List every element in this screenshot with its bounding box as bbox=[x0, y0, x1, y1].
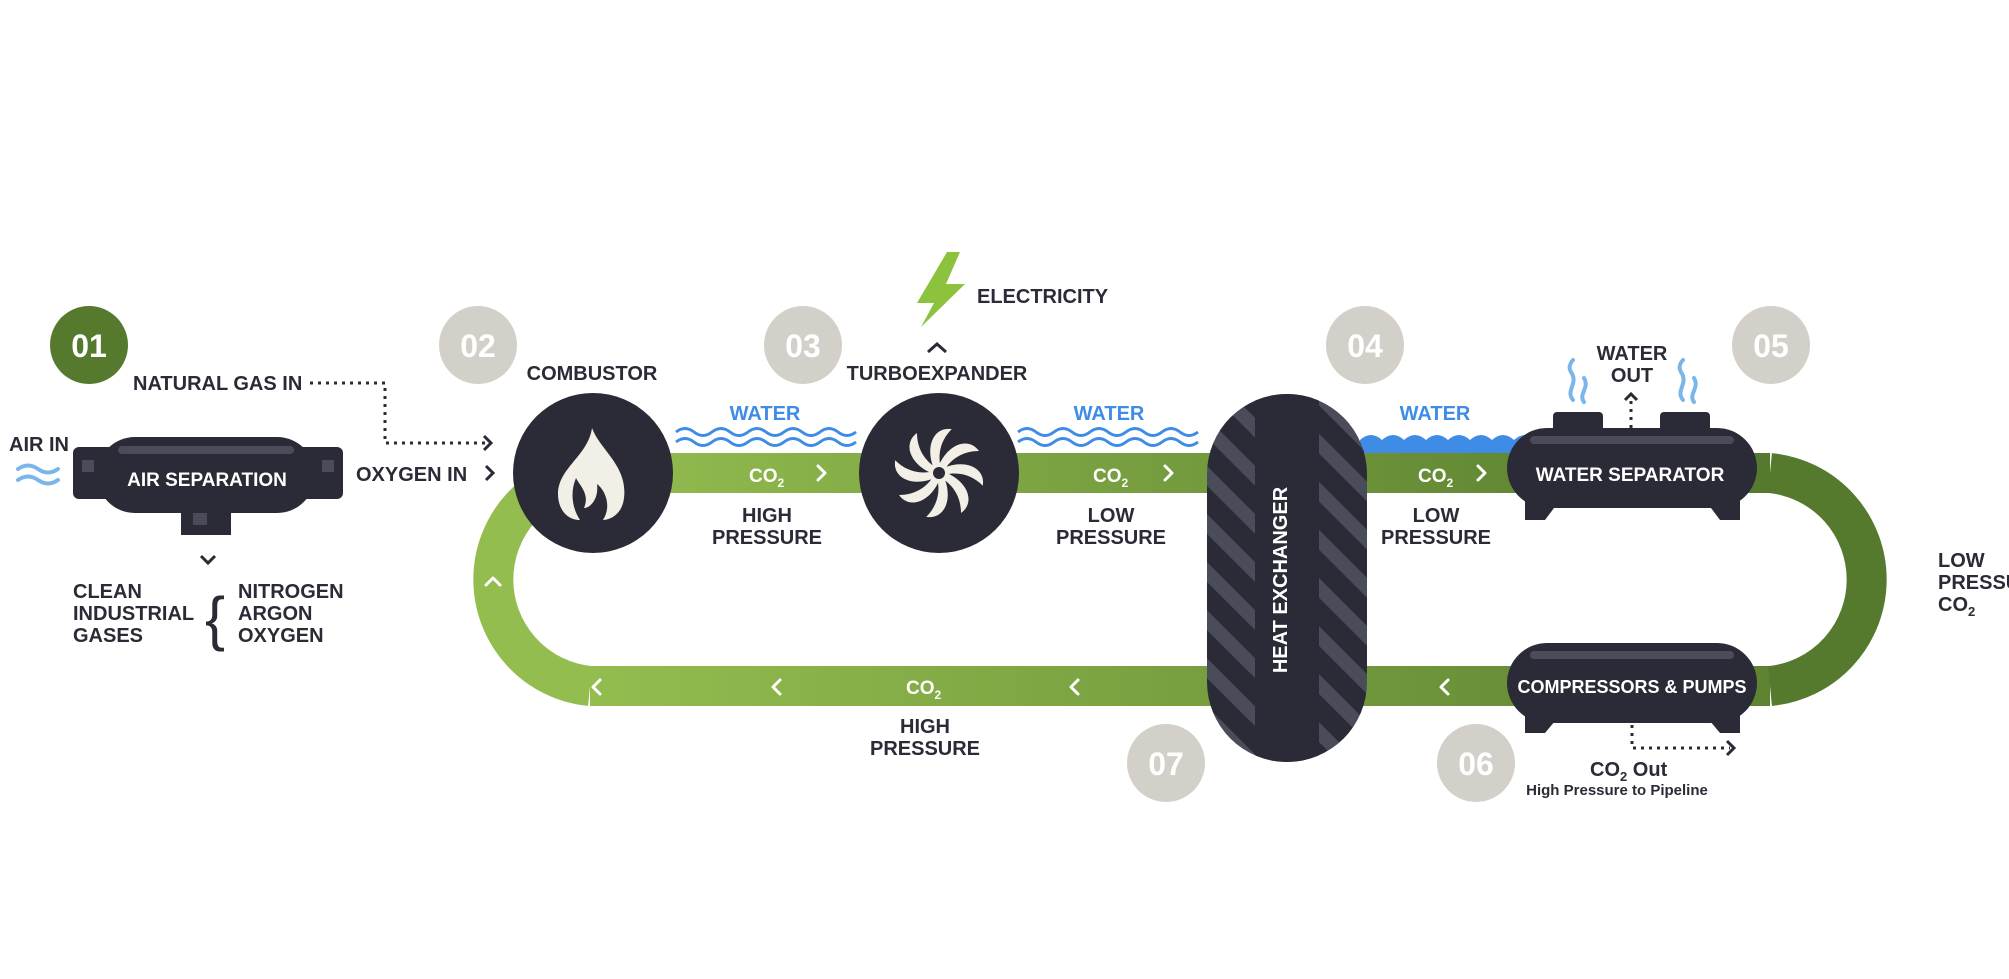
step-03: 03 bbox=[764, 306, 842, 384]
natural-gas-line bbox=[310, 381, 487, 445]
water-separator-label: WATER SEPARATOR bbox=[1536, 465, 1725, 486]
water-label-1: WATER bbox=[730, 403, 801, 425]
water-separator-unit: WATER SEPARATOR bbox=[1507, 412, 1757, 520]
step-number: 05 bbox=[1753, 328, 1789, 364]
chevron-left-icon bbox=[1069, 678, 1080, 696]
water-label-2: WATER bbox=[1074, 403, 1145, 425]
combustor-unit bbox=[513, 393, 673, 553]
turbine-fan-icon bbox=[895, 429, 983, 517]
pressure-label-3: PRESSURE bbox=[1381, 527, 1491, 549]
chevron-left-icon bbox=[591, 678, 602, 696]
step-badge-01 bbox=[50, 306, 128, 384]
natural-gas-in-label: NATURAL GAS IN bbox=[133, 373, 302, 395]
step-badge-07 bbox=[1127, 724, 1205, 802]
water-out-label-2: OUT bbox=[1611, 365, 1653, 387]
turboexpander-unit bbox=[859, 393, 1019, 553]
co2-label-1: CO2 bbox=[749, 466, 785, 490]
low-pressure-right-2: PRESSU bbox=[1938, 572, 2009, 594]
co2-out-detail-label: High Pressure to Pipeline bbox=[1526, 782, 1708, 799]
step-number: 01 bbox=[71, 328, 107, 364]
step-badge-05 bbox=[1732, 306, 1810, 384]
step-01: 01 bbox=[50, 306, 128, 384]
air-separation-unit: AIR SEPARATION bbox=[73, 437, 343, 535]
co2-label-4: CO2 bbox=[906, 678, 942, 702]
chevron-down-icon bbox=[1895, 572, 1913, 583]
step-02: 02 bbox=[439, 306, 517, 384]
clean-label: CLEAN bbox=[73, 581, 142, 603]
chevron-up-icon bbox=[927, 341, 947, 354]
high-label-2: HIGH bbox=[900, 716, 950, 738]
air-in-label: AIR IN bbox=[9, 434, 69, 456]
low-pressure-right-1: LOW bbox=[1938, 550, 1985, 572]
outputs-group: CLEAN INDUSTRIAL GASES { NITROGEN ARGON … bbox=[73, 581, 344, 652]
oxygen-in-label: OXYGEN IN bbox=[356, 464, 467, 486]
low-label-2: LOW bbox=[1413, 505, 1460, 527]
step-badge-04 bbox=[1326, 306, 1404, 384]
chevron-right-icon bbox=[1725, 739, 1737, 757]
flame-icon bbox=[558, 428, 625, 520]
step-number: 02 bbox=[460, 328, 496, 364]
air-wave-icon bbox=[16, 463, 60, 486]
chevron-right-icon bbox=[484, 464, 496, 482]
compressors-pumps-unit: COMPRESSORS & PUMPS bbox=[1507, 643, 1757, 733]
compressors-pumps-label: COMPRESSORS & PUMPS bbox=[1517, 677, 1746, 697]
step-06: 06 bbox=[1437, 724, 1515, 802]
chevron-up-icon bbox=[1623, 391, 1639, 402]
co2-label-3: CO2 bbox=[1418, 466, 1454, 490]
turboexpander-label: TURBOEXPANDER bbox=[847, 363, 1028, 385]
water-label-3: WATER bbox=[1400, 403, 1471, 425]
argon-label: ARGON bbox=[238, 603, 312, 625]
step-number: 03 bbox=[785, 328, 821, 364]
chevron-right-icon bbox=[1476, 464, 1487, 482]
chevron-right-icon bbox=[482, 434, 494, 452]
chevron-down-icon bbox=[199, 554, 217, 566]
high-label-1: HIGH bbox=[742, 505, 792, 527]
co2-out-line bbox=[1630, 725, 1730, 750]
pressure-label-2: PRESSURE bbox=[1056, 527, 1166, 549]
water-out-label-1: WATER bbox=[1597, 343, 1668, 365]
heat-exchanger-label: HEAT EXCHANGER bbox=[1270, 486, 1292, 673]
step-number: 06 bbox=[1458, 746, 1494, 782]
industrial-label: INDUSTRIAL bbox=[73, 603, 194, 625]
air-separation-label: AIR SEPARATION bbox=[127, 470, 287, 491]
chevron-left-icon bbox=[771, 678, 782, 696]
step-number: 07 bbox=[1148, 746, 1184, 782]
combustor-label: COMBUSTOR bbox=[527, 363, 658, 385]
step-badge-02 bbox=[439, 306, 517, 384]
electricity-label: ELECTRICITY bbox=[977, 286, 1109, 308]
chevron-right-icon bbox=[1163, 464, 1174, 482]
co2-label-2: CO2 bbox=[1093, 466, 1129, 490]
chevron-up-icon bbox=[484, 576, 502, 587]
step-05: 05 bbox=[1732, 306, 1810, 384]
brace: { bbox=[205, 585, 225, 652]
co2-pipe-labels: CO2 CO2 CO2 CO2 bbox=[749, 466, 1454, 702]
lightning-bolt-icon bbox=[917, 252, 965, 327]
gases-label: GASES bbox=[73, 625, 143, 647]
water-wave-lines bbox=[675, 427, 1199, 447]
co2-out-label: CO2 Out bbox=[1590, 759, 1668, 784]
low-pressure-right-3: CO2 bbox=[1938, 594, 1975, 619]
oxygen-label: OXYGEN bbox=[238, 625, 324, 647]
step-badge-03 bbox=[764, 306, 842, 384]
heat-exchanger-unit: HEAT EXCHANGER bbox=[1207, 394, 1367, 762]
nitrogen-label: NITROGEN bbox=[238, 581, 344, 603]
steam-icon-right bbox=[1677, 358, 1698, 404]
steam-icon-left bbox=[1567, 358, 1588, 404]
step-04: 04 bbox=[1326, 306, 1404, 384]
pressure-label-1: PRESSURE bbox=[712, 527, 822, 549]
step-number: 04 bbox=[1347, 328, 1383, 364]
pressure-label-4: PRESSURE bbox=[870, 738, 980, 760]
low-label-1: LOW bbox=[1088, 505, 1135, 527]
right-bend bbox=[1767, 453, 1887, 706]
chevron-left-icon bbox=[1439, 678, 1450, 696]
chevron-right-icon bbox=[816, 464, 827, 482]
step-badge-06 bbox=[1437, 724, 1515, 802]
step-07: 07 bbox=[1127, 724, 1205, 802]
flow-chevrons bbox=[484, 464, 1913, 696]
